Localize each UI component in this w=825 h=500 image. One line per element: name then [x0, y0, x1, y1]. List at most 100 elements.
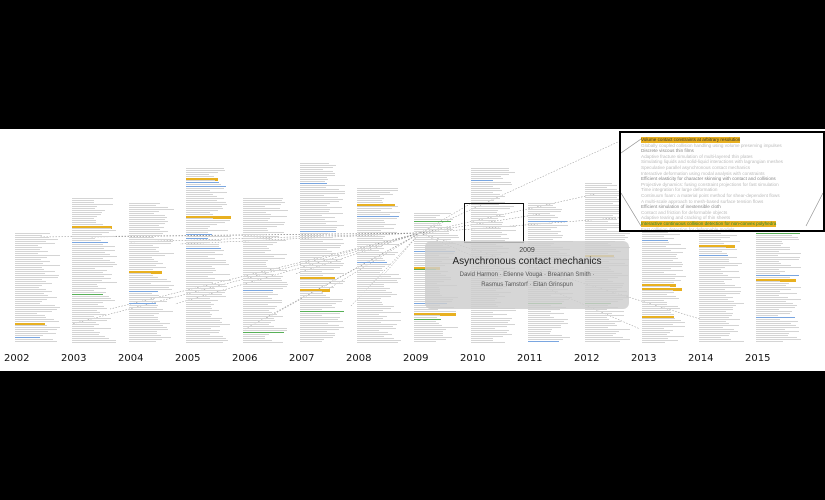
- paper-entry[interactable]: [699, 239, 721, 240]
- paper-entry[interactable]: [243, 276, 283, 277]
- paper-entry[interactable]: [243, 234, 265, 235]
- year-column-2008[interactable]: [357, 129, 405, 371]
- paper-entry[interactable]: [300, 285, 327, 286]
- paper-entry[interactable]: [414, 313, 456, 316]
- paper-entry[interactable]: [300, 311, 344, 312]
- paper-entry[interactable]: [414, 327, 458, 328]
- paper-entry[interactable]: [528, 239, 553, 240]
- paper-entry[interactable]: [357, 318, 383, 319]
- paper-entry[interactable]: [528, 225, 568, 226]
- zoom-paper-row[interactable]: Adaptive fracture simulation of multi-la…: [641, 153, 753, 159]
- zoom-paper-row[interactable]: Contact and friction for deformable obje…: [641, 209, 728, 215]
- paper-entry[interactable]: [300, 295, 326, 296]
- paper-entry[interactable]: [15, 295, 48, 296]
- paper-entry[interactable]: [129, 267, 166, 268]
- paper-entry[interactable]: [186, 328, 211, 329]
- paper-entry[interactable]: [585, 217, 616, 218]
- paper-entry[interactable]: [585, 329, 630, 330]
- paper-entry[interactable]: [585, 235, 625, 236]
- paper-entry[interactable]: [243, 252, 265, 253]
- paper-entry[interactable]: [15, 243, 55, 244]
- paper-entry[interactable]: [357, 292, 392, 293]
- paper-entry[interactable]: [15, 339, 53, 340]
- paper-entry[interactable]: [699, 339, 731, 340]
- paper-entry[interactable]: [300, 203, 330, 204]
- paper-entry[interactable]: [414, 221, 451, 222]
- paper-entry[interactable]: [129, 251, 159, 252]
- paper-entry[interactable]: [300, 229, 336, 230]
- paper-entry[interactable]: [699, 237, 730, 238]
- paper-entry[interactable]: [585, 341, 620, 342]
- paper-entry[interactable]: [72, 220, 96, 221]
- paper-entry[interactable]: [243, 240, 286, 241]
- paper-entry[interactable]: [414, 341, 436, 342]
- paper-entry[interactable]: [243, 314, 277, 315]
- paper-entry[interactable]: [300, 227, 337, 228]
- paper-entry[interactable]: [756, 291, 780, 292]
- paper-entry[interactable]: [72, 320, 107, 321]
- paper-entry[interactable]: [471, 324, 515, 325]
- paper-entry[interactable]: [642, 302, 667, 303]
- paper-entry[interactable]: [72, 284, 97, 285]
- paper-entry[interactable]: [414, 317, 437, 318]
- paper-entry[interactable]: [129, 223, 165, 224]
- paper-entry[interactable]: [471, 316, 493, 317]
- paper-entry[interactable]: [585, 315, 624, 316]
- paper-entry[interactable]: [243, 274, 274, 275]
- paper-entry[interactable]: [72, 246, 115, 247]
- paper-entry[interactable]: [186, 248, 221, 249]
- paper-entry[interactable]: [15, 333, 56, 334]
- paper-entry[interactable]: [129, 313, 159, 314]
- paper-entry[interactable]: [756, 233, 800, 234]
- paper-entry[interactable]: [186, 298, 210, 299]
- paper-entry[interactable]: [15, 305, 55, 306]
- paper-entry[interactable]: [186, 242, 210, 243]
- paper-entry[interactable]: [186, 218, 213, 219]
- paper-entry[interactable]: [72, 292, 106, 293]
- paper-entry[interactable]: [585, 223, 622, 224]
- paper-entry[interactable]: [129, 255, 165, 256]
- paper-entry[interactable]: [642, 292, 674, 293]
- paper-entry[interactable]: [357, 224, 396, 225]
- paper-entry[interactable]: [528, 203, 555, 204]
- paper-entry[interactable]: [300, 179, 328, 180]
- paper-entry[interactable]: [186, 206, 222, 207]
- paper-entry[interactable]: [243, 200, 282, 201]
- paper-entry[interactable]: [72, 262, 115, 263]
- paper-entry[interactable]: [300, 329, 339, 330]
- paper-entry[interactable]: [528, 331, 551, 332]
- paper-entry[interactable]: [642, 326, 685, 327]
- paper-entry[interactable]: [72, 198, 113, 199]
- paper-entry[interactable]: [186, 338, 226, 339]
- paper-entry[interactable]: [528, 309, 560, 310]
- paper-entry[interactable]: [186, 220, 230, 221]
- paper-entry[interactable]: [15, 275, 59, 276]
- paper-entry[interactable]: [699, 251, 722, 252]
- paper-entry[interactable]: [585, 191, 629, 192]
- paper-entry[interactable]: [186, 288, 215, 289]
- paper-entry[interactable]: [699, 267, 725, 268]
- paper-entry[interactable]: [357, 332, 388, 333]
- paper-entry[interactable]: [414, 337, 452, 338]
- paper-entry[interactable]: [15, 309, 57, 310]
- paper-entry[interactable]: [471, 190, 502, 191]
- paper-entry[interactable]: [756, 245, 781, 246]
- paper-entry[interactable]: [756, 235, 792, 236]
- paper-entry[interactable]: [186, 208, 223, 209]
- year-column-2002[interactable]: [15, 129, 63, 371]
- paper-entry[interactable]: [699, 319, 740, 320]
- paper-entry[interactable]: [357, 322, 381, 323]
- paper-entry[interactable]: [72, 340, 116, 341]
- paper-entry[interactable]: [357, 324, 397, 325]
- paper-entry[interactable]: [585, 227, 619, 228]
- paper-entry[interactable]: [243, 246, 267, 247]
- paper-entry[interactable]: [72, 286, 98, 287]
- paper-entry[interactable]: [357, 242, 391, 243]
- paper-entry[interactable]: [756, 321, 798, 322]
- paper-entry[interactable]: [699, 249, 737, 250]
- paper-entry[interactable]: [585, 225, 629, 226]
- paper-entry[interactable]: [129, 239, 173, 240]
- paper-entry[interactable]: [72, 324, 99, 325]
- paper-entry[interactable]: [471, 226, 516, 227]
- paper-entry[interactable]: [300, 331, 327, 332]
